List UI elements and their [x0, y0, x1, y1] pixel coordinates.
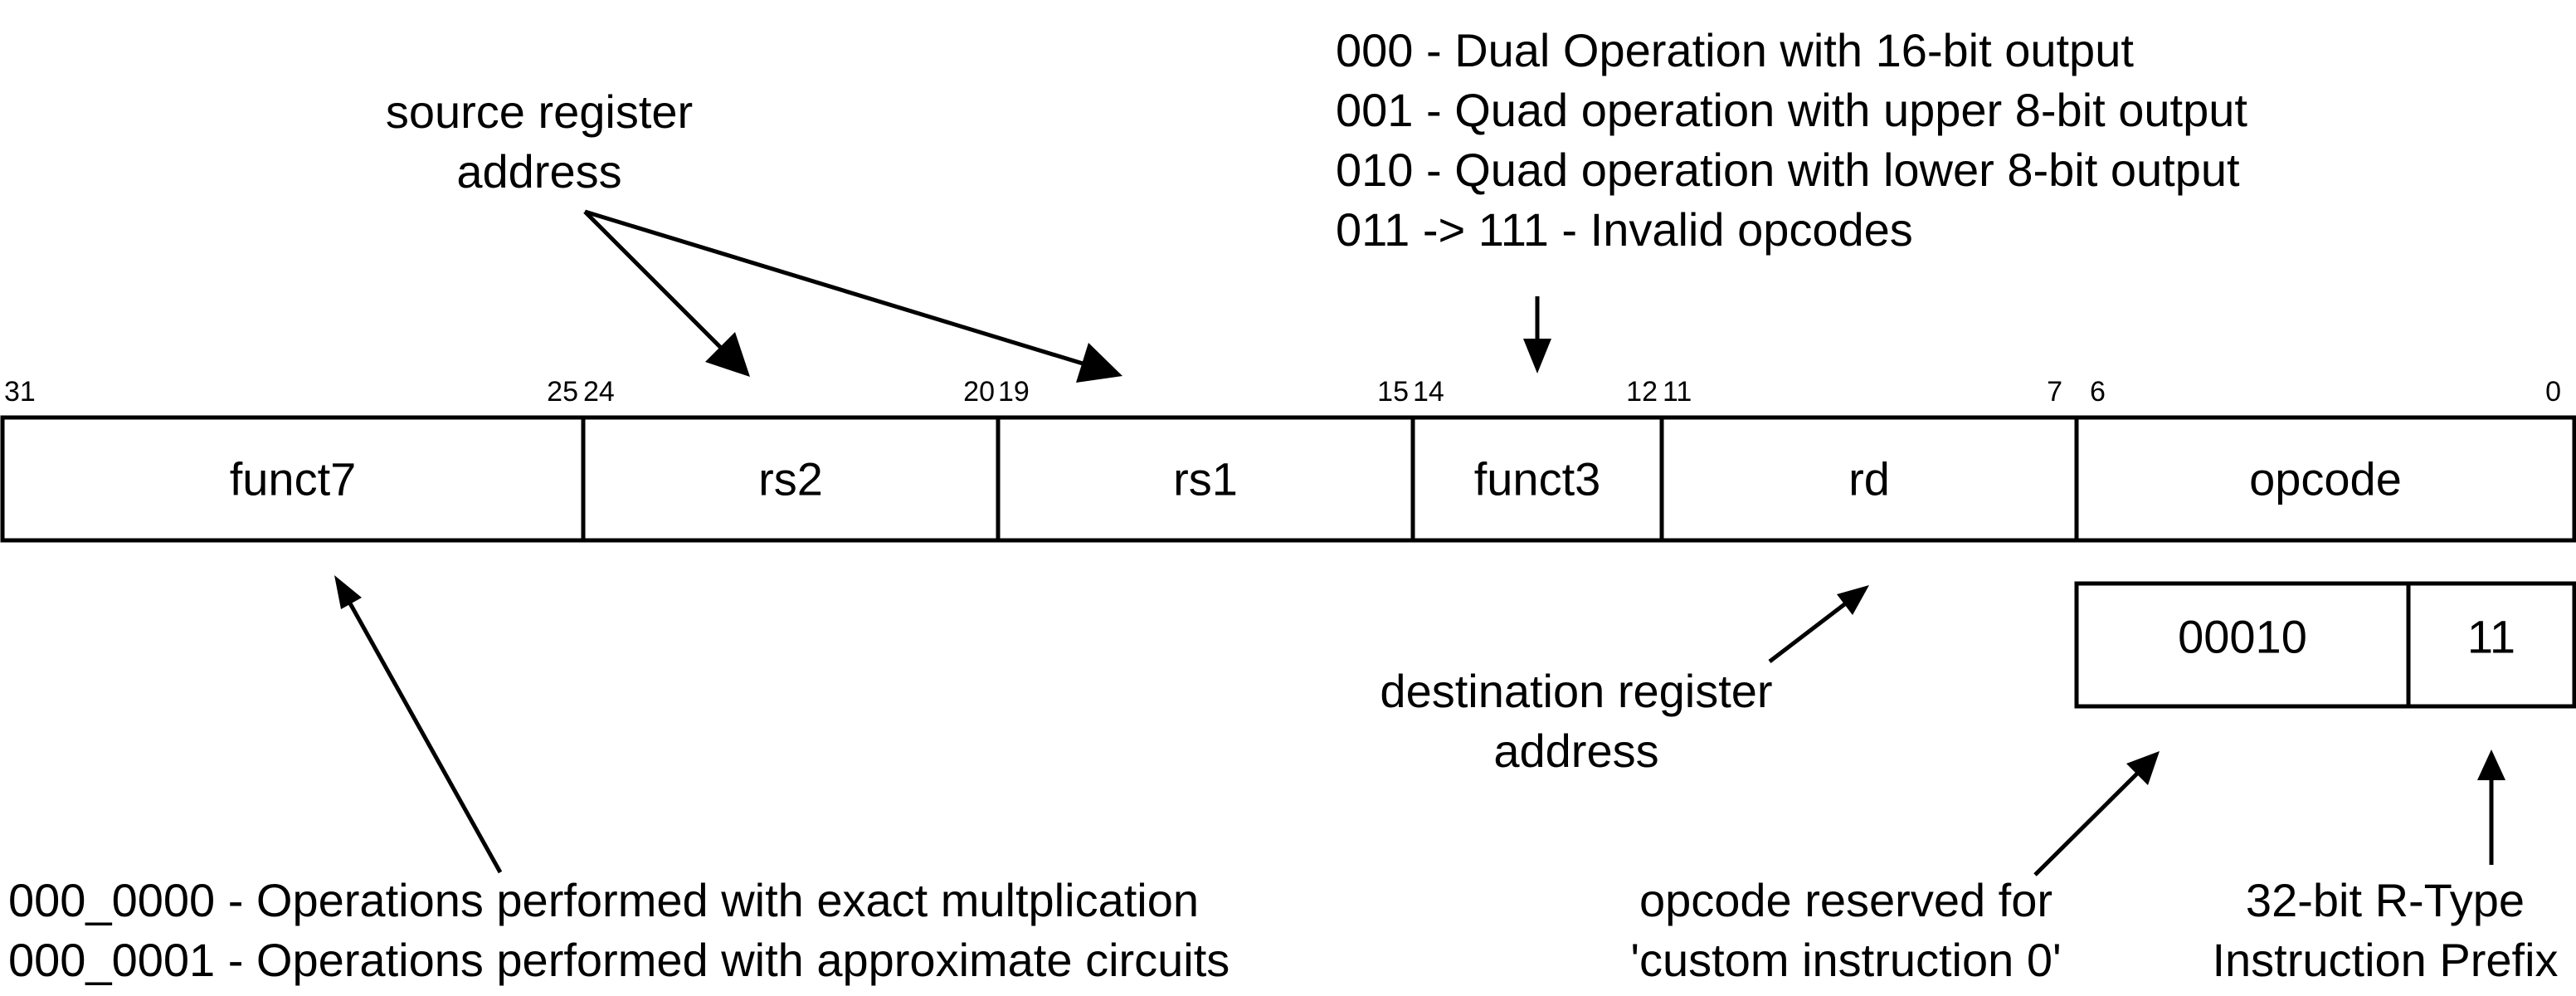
- bit-number-24: 24: [583, 376, 615, 408]
- arrow-to-rs1: [584, 209, 1122, 383]
- arrow-to-opcode-upper: [2033, 751, 2160, 876]
- custom-opcode-annotation: opcode reserved for 'custom instruction …: [1630, 874, 2061, 986]
- source-register-label-line1: source register: [386, 85, 693, 138]
- bit-number-25: 25: [547, 376, 578, 408]
- rtype-prefix-annotation: 32-bit R-Type Instruction Prefix: [2212, 874, 2558, 986]
- field-box-rd: [1659, 415, 2079, 543]
- opcode-upper-value: 00010: [2178, 611, 2307, 663]
- funct7-codes-annotation: 000_0000 - Operations performed with exa…: [8, 874, 1230, 986]
- opcode-upper-box: [2074, 581, 2411, 709]
- bit-number-15: 15: [1377, 376, 1409, 408]
- rtype-prefix-label-line2: Instruction Prefix: [2212, 934, 2558, 986]
- bit-number-11: 11: [1663, 376, 1692, 408]
- field-label-rd: rd: [1848, 453, 1890, 505]
- bit-number-19: 19: [998, 376, 1030, 408]
- instruction-field-row: funct7 rs2 rs1 funct3 rd opcode: [0, 415, 2576, 543]
- arrow-to-funct7: [334, 575, 503, 874]
- funct3-codes-annotation: 000 - Dual Operation with 16-bit output …: [1336, 24, 2247, 256]
- bit-number-12: 12: [1626, 376, 1658, 408]
- custom-opcode-label-line1: opcode reserved for: [1639, 874, 2053, 926]
- arrow-to-funct3: [1523, 296, 1551, 374]
- field-box-rs1: [996, 415, 1415, 543]
- arrow-to-rd: [1768, 585, 1869, 663]
- destination-register-label-line1: destination register: [1380, 665, 1772, 717]
- field-label-rs2: rs2: [758, 453, 823, 505]
- field-box-opcode: [2074, 415, 2576, 543]
- bit-number-7: 7: [2047, 376, 2062, 408]
- funct3-code-line-4: 011 -> 111 - Invalid opcodes: [1336, 203, 1913, 256]
- arrow-to-opcode-lower: [2477, 749, 2505, 865]
- field-box-funct7: [0, 415, 586, 543]
- field-label-funct3: funct3: [1474, 453, 1601, 505]
- bit-number-20: 20: [963, 376, 995, 408]
- arrows: [334, 209, 2505, 876]
- source-register-label-line2: address: [456, 145, 621, 198]
- arrow-to-rs2: [583, 210, 750, 377]
- field-label-funct7: funct7: [230, 453, 357, 505]
- opcode-lower-value: 11: [2467, 611, 2515, 663]
- opcode-lower-box: [2406, 581, 2576, 709]
- custom-opcode-label-line2: 'custom instruction 0': [1630, 934, 2061, 986]
- field-box-rs2: [581, 415, 1001, 543]
- field-label-rs1: rs1: [1173, 453, 1238, 505]
- funct7-code-line-1: 000_0000 - Operations performed with exa…: [8, 874, 1199, 926]
- funct3-code-line-2: 001 - Quad operation with upper 8-bit ou…: [1336, 84, 2247, 136]
- bit-number-0: 0: [2545, 376, 2561, 408]
- field-label-opcode: opcode: [2249, 453, 2402, 505]
- bit-number-31: 31: [4, 376, 36, 408]
- rtype-prefix-label-line1: 32-bit R-Type: [2246, 874, 2525, 926]
- opcode-breakdown-row: 00010 11: [2074, 581, 2576, 709]
- destination-register-annotation: destination register address: [1380, 665, 1772, 777]
- funct7-code-line-2: 000_0001 - Operations performed with app…: [8, 934, 1230, 986]
- source-register-annotation: source register address: [386, 85, 693, 198]
- funct3-code-line-1: 000 - Dual Operation with 16-bit output: [1336, 24, 2134, 76]
- destination-register-label-line2: address: [1493, 725, 1658, 777]
- funct3-code-line-3: 010 - Quad operation with lower 8-bit ou…: [1336, 144, 2240, 196]
- bit-number-6: 6: [2090, 376, 2106, 408]
- bit-position-labels: 31 25 24 20 19 15 14 12 11 7 6 0: [4, 376, 2561, 408]
- bit-number-14: 14: [1413, 376, 1444, 408]
